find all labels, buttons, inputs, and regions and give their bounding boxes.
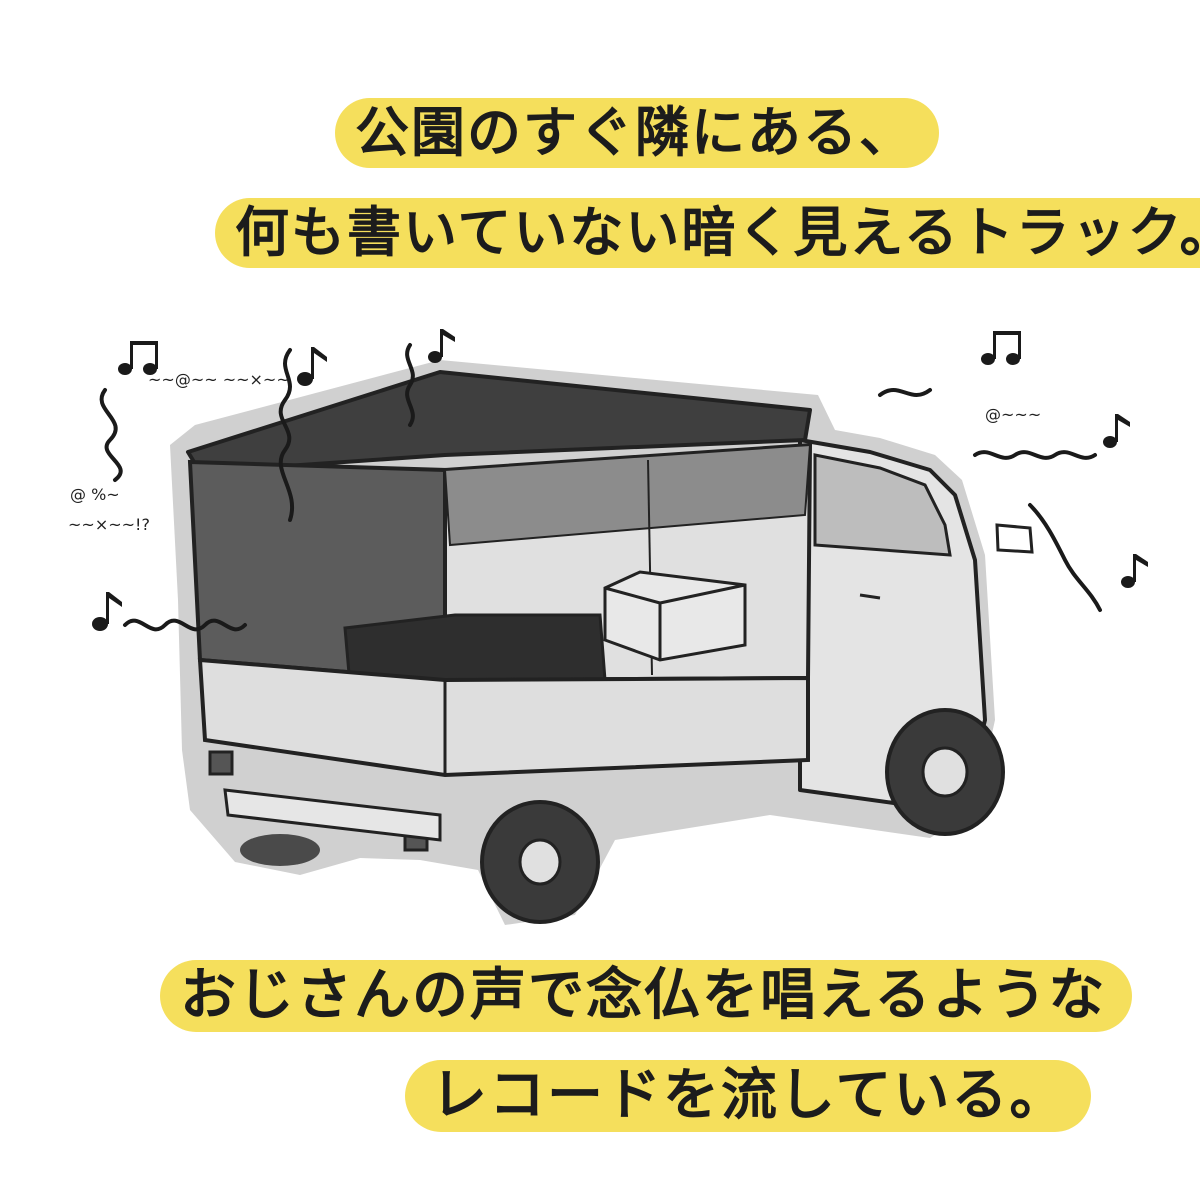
tail-light-left	[208, 750, 234, 776]
music-note-icon	[981, 331, 1021, 365]
cargo-box	[603, 570, 747, 662]
squiggle-right-mid	[973, 450, 1097, 460]
music-note-icon	[118, 341, 158, 375]
sound-text-left-mid: @ %~	[70, 485, 120, 504]
squiggle-left-bottom	[123, 618, 247, 632]
music-note-icon	[297, 347, 327, 386]
caption-bottom-line2: レコードを流している。	[405, 1060, 1092, 1132]
caption-top-line1: 公園のすぐ隣にある、	[335, 98, 939, 168]
caption-bottom-line1: おじさんの声で念仏を唱えるような	[160, 960, 1133, 1032]
squiggle-top-2	[405, 343, 415, 427]
underbody-shadow	[240, 834, 320, 866]
sound-effects	[99, 343, 1102, 632]
front-wheel	[885, 708, 1005, 836]
truck	[186, 370, 1034, 924]
side-mirror	[995, 523, 1034, 554]
squiggle-right-top	[878, 388, 932, 397]
cargo-inner-shade	[443, 443, 812, 547]
music-notes	[92, 329, 1148, 631]
sound-text-left-upper: ~~@~~ ~~×~~	[148, 370, 290, 389]
squiggle-right-low	[1028, 503, 1102, 612]
sound-text-right-upper: @~~~	[985, 405, 1041, 424]
music-note-icon	[1121, 554, 1148, 588]
rear-wheel	[480, 800, 600, 924]
squiggle-top-1	[278, 348, 294, 522]
squiggle-left-top	[99, 388, 123, 482]
rear-bumper	[223, 788, 442, 842]
door-handle	[859, 593, 881, 600]
caption-top-line2: 何も書いていない暗く見えるトラック。	[215, 198, 1200, 268]
music-note-icon	[428, 329, 455, 363]
truck-cab-window	[813, 453, 952, 557]
music-note-icon	[92, 592, 122, 631]
music-note-icon	[1103, 414, 1130, 448]
sound-text-left-lower: ~~×~~!?	[68, 515, 150, 534]
